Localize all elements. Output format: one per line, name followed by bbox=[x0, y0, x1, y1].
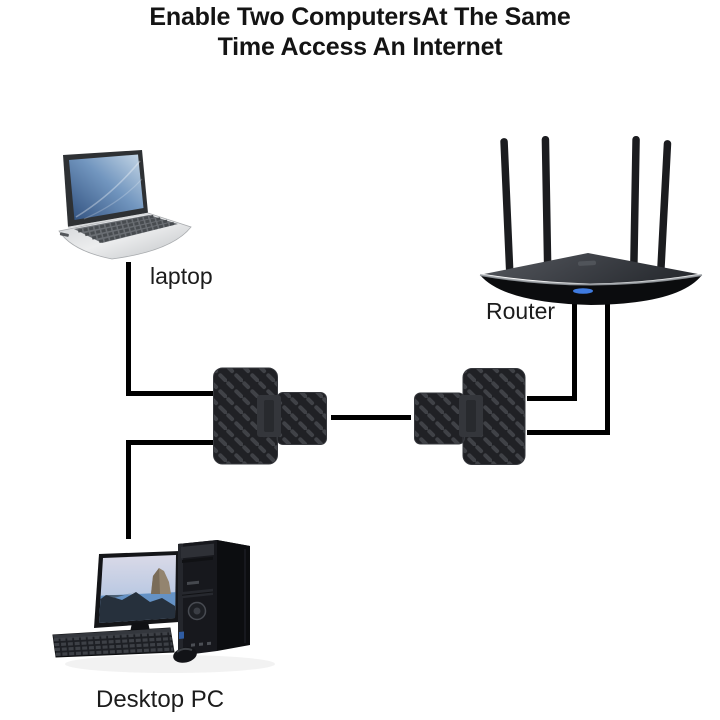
splitter-label-strip bbox=[459, 395, 483, 437]
cable-router-2-horizontal bbox=[527, 430, 610, 435]
laptop-base bbox=[58, 212, 192, 260]
splitter-label-strip bbox=[257, 395, 281, 437]
router-led bbox=[573, 288, 593, 294]
cable-laptop-vertical bbox=[126, 262, 131, 396]
desktop-tower bbox=[178, 540, 250, 656]
rj45-splitter-right-image bbox=[414, 368, 526, 465]
desktop-pc-image bbox=[52, 540, 275, 673]
title-line-1: Enable Two ComputersAt The Same bbox=[149, 3, 571, 31]
cable-router-2-vertical bbox=[605, 302, 610, 435]
router-body bbox=[479, 253, 703, 305]
router-antennas bbox=[500, 136, 672, 273]
desktop-pc-label: Desktop PC bbox=[96, 686, 225, 713]
cable-laptop-horizontal bbox=[126, 391, 214, 396]
laptop-label: laptop bbox=[150, 263, 213, 289]
cable-desktop-horizontal bbox=[126, 440, 214, 445]
cable-splitter-link bbox=[331, 415, 411, 420]
rj45-splitter-left-image bbox=[213, 367, 327, 465]
desktop-monitor bbox=[94, 551, 180, 646]
router-label: Router bbox=[486, 298, 556, 324]
desktop-mouse bbox=[173, 647, 197, 663]
title-line-2: Time Access An Internet bbox=[217, 32, 503, 61]
router-image bbox=[479, 136, 703, 305]
laptop-lid bbox=[63, 150, 148, 227]
cable-router-1-horizontal bbox=[527, 396, 577, 401]
diagram-title: Enable Two ComputersAt The Same Time Acc… bbox=[0, 3, 720, 62]
laptop-keyboard bbox=[77, 214, 176, 244]
laptop-image bbox=[58, 150, 192, 260]
cable-router-1-vertical bbox=[572, 302, 577, 401]
cable-desktop-vertical bbox=[126, 440, 131, 539]
desktop-keyboard bbox=[52, 627, 175, 658]
